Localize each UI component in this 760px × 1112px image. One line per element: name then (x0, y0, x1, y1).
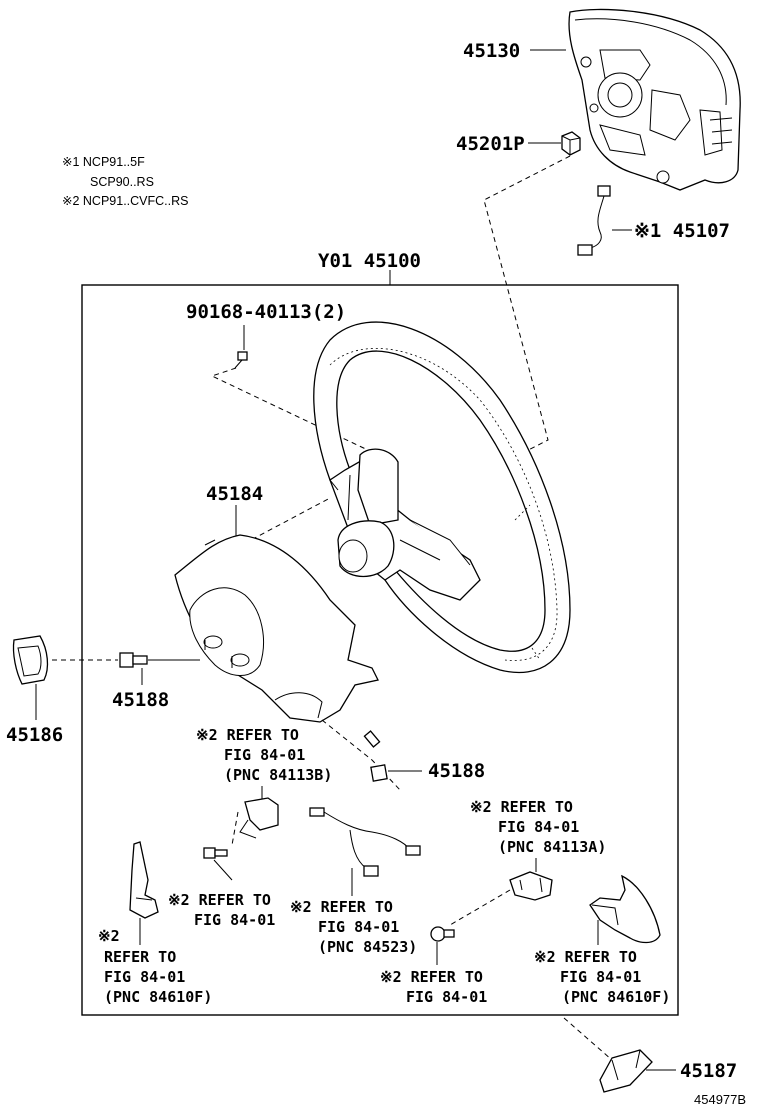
variant-notes: ※1 NCP91..5F SCP90..RS ※2 NCP91..CVFC..R… (62, 155, 188, 208)
ref-84113a-line-3: (PNC 84113A) (498, 838, 606, 856)
ref-84610f-right-line-1: ※2 REFER TO (534, 948, 637, 966)
paddle-right-drawing (589, 874, 661, 944)
ref-84610f-right-line-2: FIG 84-01 (560, 968, 641, 986)
part-number-45188-right: 45188 (428, 760, 485, 782)
ref-84610f-left-line-2: FIG 84-01 (104, 968, 185, 986)
dashed-guide-screw (210, 367, 373, 453)
note-2-line-1: ※2 NCP91..CVFC..RS (62, 194, 188, 208)
ref-84113a-line-2: FIG 84-01 (498, 818, 579, 836)
paddle-left-drawing (129, 841, 159, 919)
nut-45201p-drawing (561, 131, 581, 156)
part-number-45130: 45130 (463, 40, 520, 62)
wire-45107-drawing (577, 185, 611, 256)
part-number-45201p: 45201P (456, 133, 525, 155)
ref-84523-line-3: (PNC 84523) (318, 938, 417, 956)
ref-84610f-left-line-3: (PNC 84610F) (104, 988, 212, 1006)
leader-left-mid (213, 859, 233, 881)
part-number-45188-left: 45188 (112, 689, 169, 711)
screw-90168-drawing (234, 351, 248, 369)
bolt-45188-left-drawing (119, 652, 148, 668)
part-number-45186: 45186 (6, 724, 63, 746)
dashed-guide-84113a (449, 889, 511, 926)
part-number-90168: 90168-40113(2) (186, 301, 346, 323)
cover-45186-drawing (12, 635, 49, 685)
ref-84610f-left-line-1: REFER TO (104, 948, 176, 966)
part-number-45187: 45187 (680, 1060, 737, 1082)
bracket-84113b-drawing (239, 797, 279, 839)
bolt-45188-right-drawing (363, 730, 388, 782)
ref-84523-line-2: FIG 84-01 (318, 918, 399, 936)
part-number-45184: 45184 (206, 483, 263, 505)
ref-84113b-line-1: ※2 REFER TO (196, 726, 299, 744)
ref-84113b-line-2: FIG 84-01 (224, 746, 305, 764)
ref-84610f-right-line-3: (PNC 84610F) (562, 988, 670, 1006)
note-1-line-1: ※1 NCP91..5F (62, 155, 145, 169)
steering-wheel-drawing (313, 321, 571, 674)
ref-84610f-left-line-0: ※2 (98, 927, 120, 945)
dashed-guide-45188-right (321, 719, 401, 791)
screw-left-mid-drawing (203, 847, 228, 859)
lower-cover-45184-drawing (174, 534, 379, 723)
bracket-84113a-drawing (509, 871, 553, 901)
ref-left-mid-line-2: FIG 84-01 (194, 911, 275, 929)
ref-bottom-mid-line-2: FIG 84-01 (406, 988, 487, 1006)
ref-84113a-line-1: ※2 REFER TO (470, 798, 573, 816)
ref-left-mid-line-1: ※2 REFER TO (168, 891, 271, 909)
cover-45187-drawing (599, 1049, 653, 1093)
ref-84523-line-1: ※2 REFER TO (290, 898, 393, 916)
horn-pad-assembly-drawing (568, 8, 741, 191)
screw-bottom-mid-drawing (430, 926, 455, 942)
part-number-45100: Y01 45100 (318, 250, 421, 272)
harness-84523-drawing (309, 807, 421, 877)
ref-bottom-mid-line-1: ※2 REFER TO (380, 968, 483, 986)
dashed-guide-84113b (231, 811, 239, 846)
ref-84113b-line-3: (PNC 84113B) (224, 766, 332, 784)
dashed-guide-45187 (563, 1017, 613, 1061)
note-1-line-2: SCP90..RS (90, 175, 154, 189)
assembly-frame (81, 284, 679, 1016)
part-number-45107: ※1 45107 (634, 220, 730, 242)
diagram-code: 454977B (694, 1092, 746, 1107)
